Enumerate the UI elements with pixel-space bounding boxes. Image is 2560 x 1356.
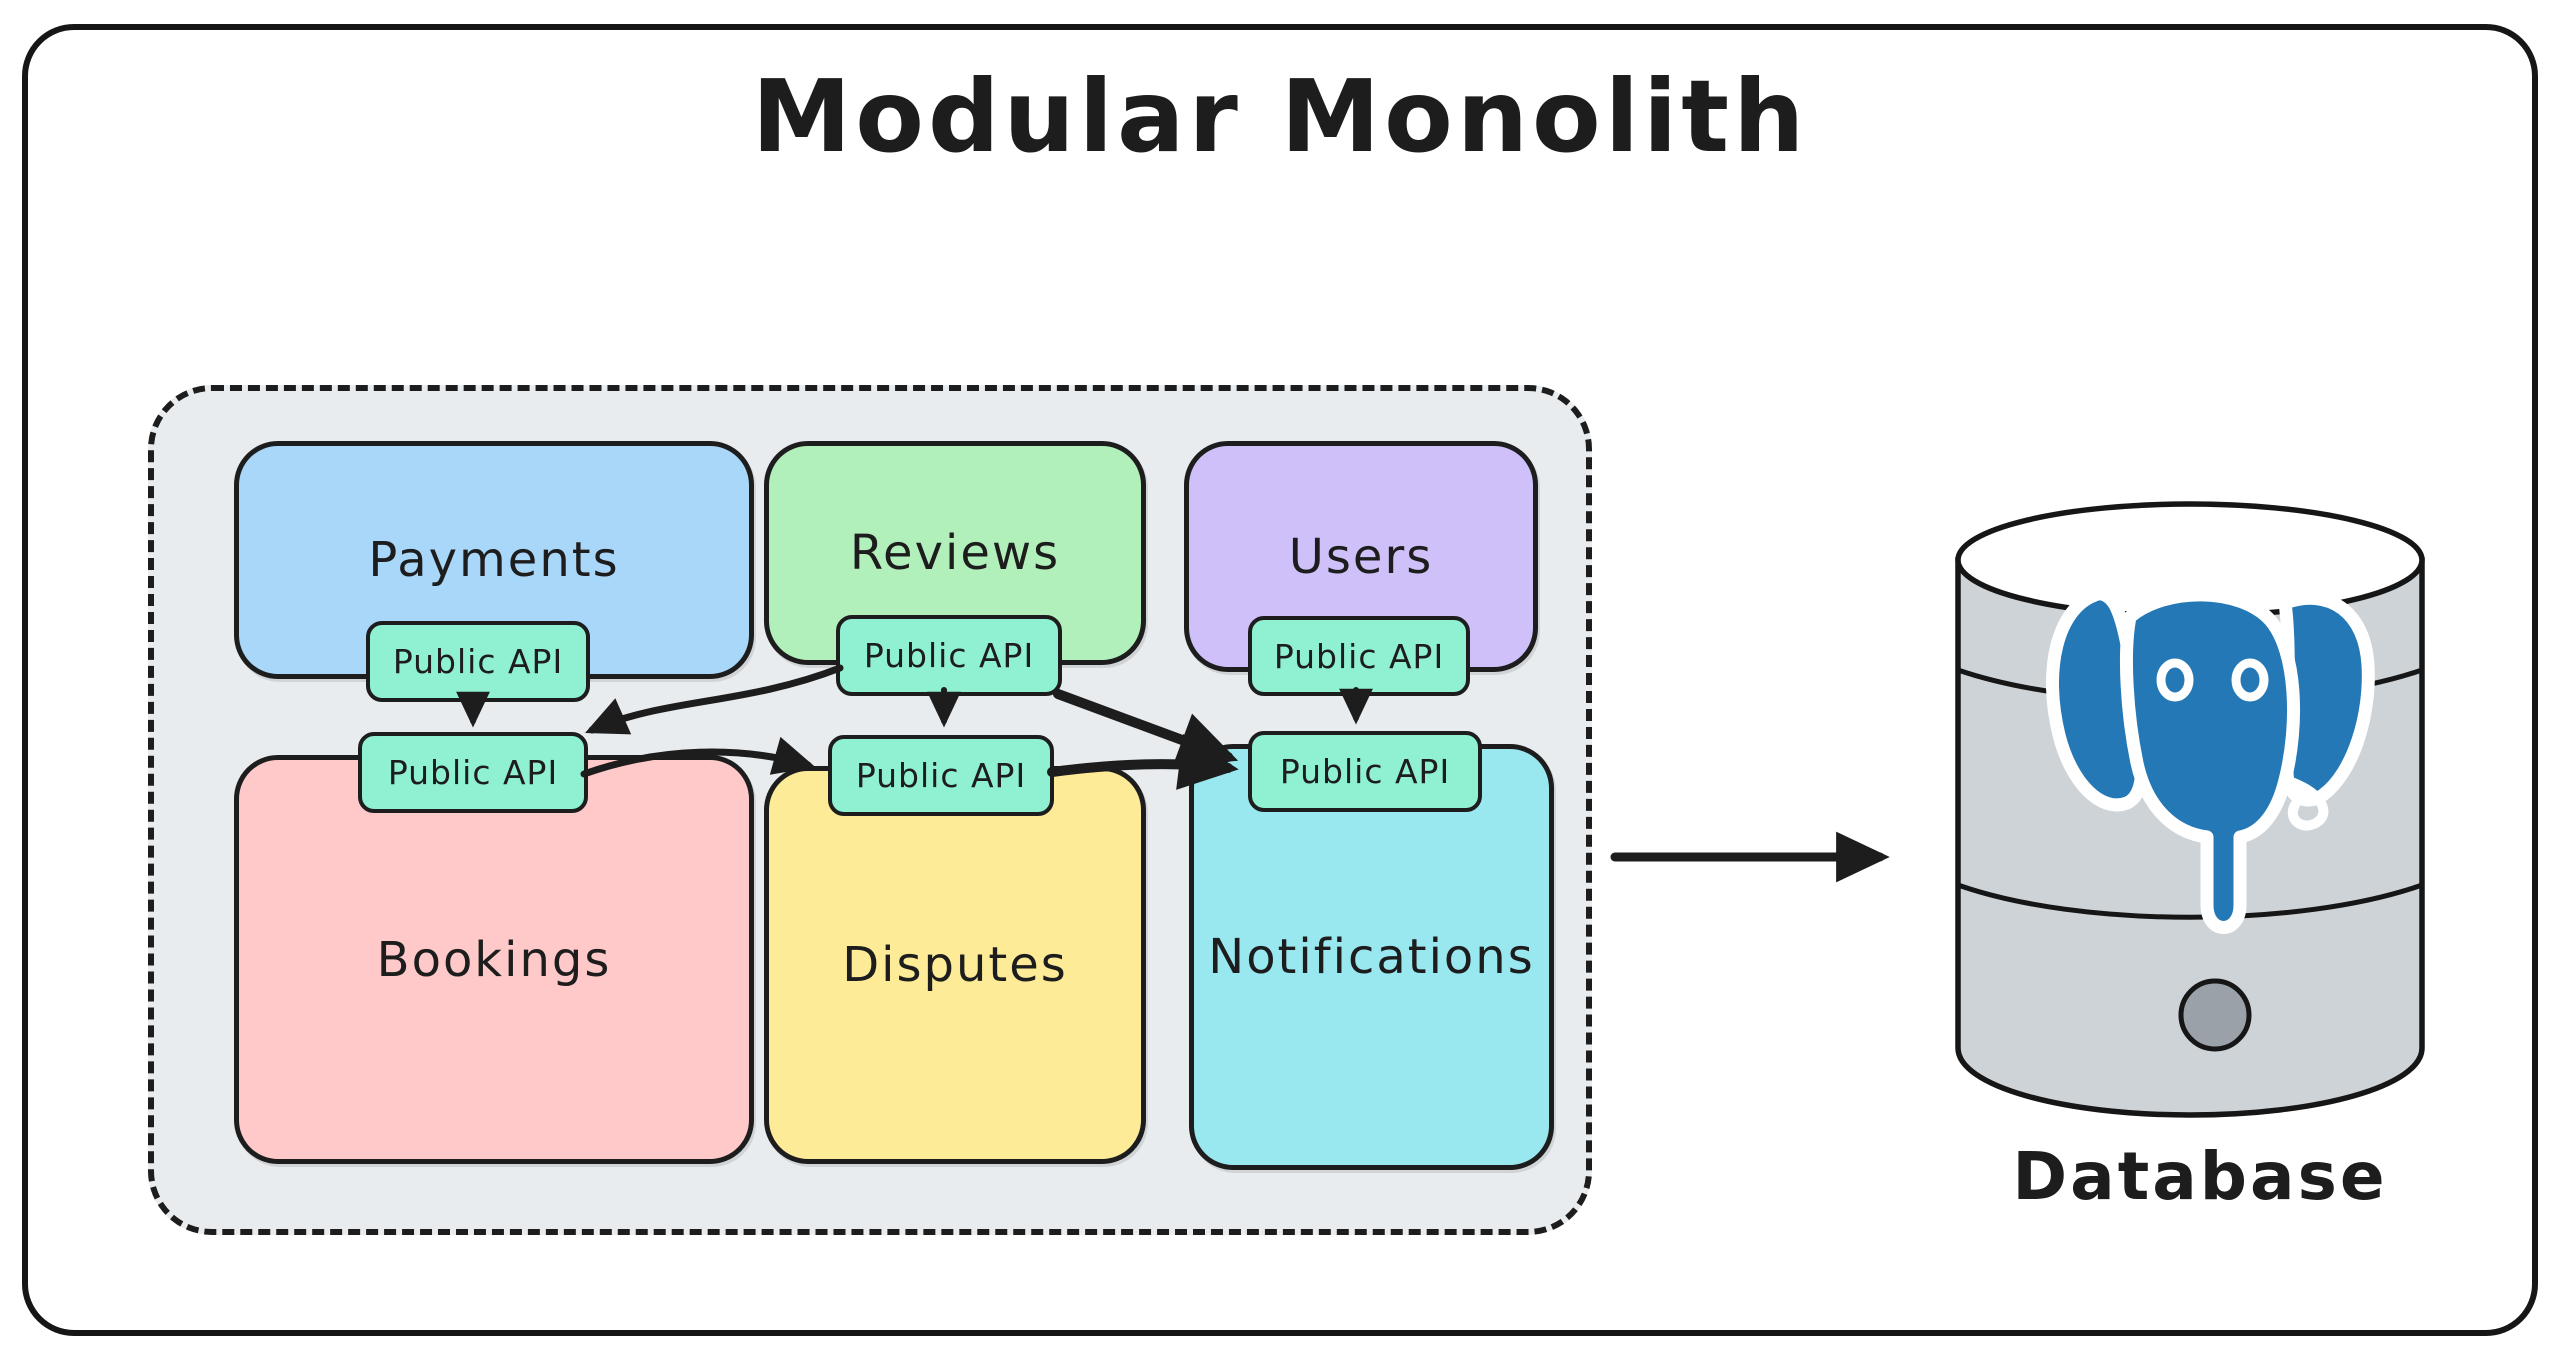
api-chip-users-label: Public API [1273, 636, 1445, 676]
api-chip-disputes-label: Public API [855, 756, 1027, 795]
module-reviews-label: Reviews [849, 525, 1061, 581]
postgresql-elephant-icon [2045, 587, 2375, 934]
module-payments-label: Payments [368, 532, 620, 588]
module-users-label: Users [1288, 528, 1434, 585]
database-figure [1955, 501, 2425, 1118]
module-bookings: Bookings [234, 755, 754, 1164]
module-disputes-label: Disputes [842, 937, 1068, 993]
api-chip-notifications-label: Public API [1279, 752, 1451, 791]
api-chip-payments: Public API [366, 621, 590, 702]
api-chip-users: Public API [1248, 616, 1470, 696]
database-knob [2178, 978, 2252, 1052]
api-chip-reviews-label: Public API [863, 636, 1035, 675]
api-chip-disputes: Public API [828, 735, 1054, 816]
diagram-title: Modular Monolith [751, 58, 1809, 175]
api-chip-payments-label: Public API [392, 642, 564, 681]
module-notifications-label: Notifications [1208, 929, 1535, 985]
api-chip-reviews: Public API [836, 615, 1062, 696]
api-chip-bookings: Public API [358, 732, 588, 813]
api-chip-bookings-label: Public API [387, 753, 559, 792]
api-chip-notifications: Public API [1248, 731, 1482, 812]
module-disputes: Disputes [764, 766, 1146, 1164]
database-label: Database [2012, 1138, 2388, 1215]
module-bookings-label: Bookings [376, 931, 612, 988]
database-band-lower [1957, 882, 2423, 920]
module-notifications: Notifications [1189, 744, 1554, 1170]
